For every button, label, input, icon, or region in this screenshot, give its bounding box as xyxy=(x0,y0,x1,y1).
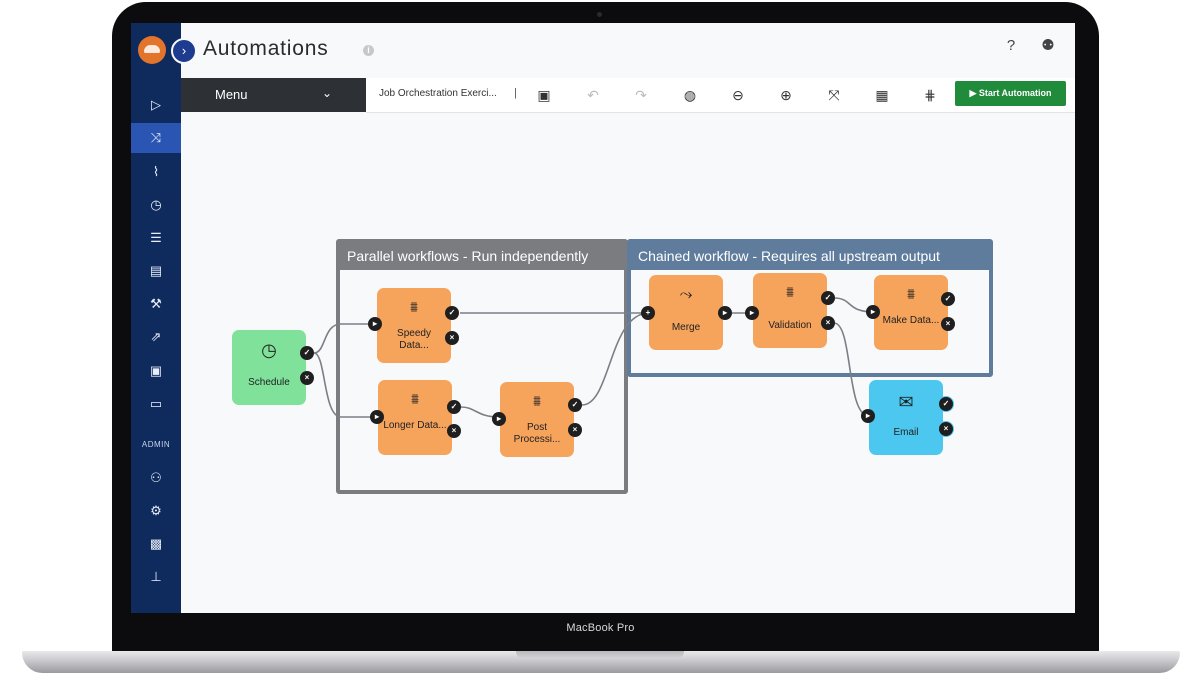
longer-data-node[interactable]: ⩩ Longer Data... xyxy=(378,380,452,455)
laptop-camera xyxy=(597,12,602,17)
network-icon: ⩩ xyxy=(532,393,541,410)
nav-pulse-icon[interactable]: ⌇ xyxy=(152,164,160,179)
post-processing-node[interactable]: ⩩ Post Processi... xyxy=(500,382,574,457)
input-port[interactable]: ▸ xyxy=(370,410,384,424)
node-label: Email xyxy=(893,427,919,438)
clock-icon: ◷ xyxy=(261,340,277,360)
device-brand-label: MacBook Pro xyxy=(566,622,635,634)
failure-port[interactable]: × xyxy=(447,424,461,438)
nav-add-user-icon[interactable]: ⚇ xyxy=(150,470,162,485)
input-port[interactable]: ▸ xyxy=(492,412,506,426)
nav-gear-icon[interactable]: ⚙ xyxy=(150,503,162,518)
nav-save-icon[interactable]: ▩ xyxy=(149,536,163,551)
failure-port[interactable]: × xyxy=(568,423,582,437)
network-icon: ⩩ xyxy=(410,391,419,408)
failure-port[interactable]: × xyxy=(300,371,314,385)
failure-port[interactable]: × xyxy=(941,317,955,331)
output-port[interactable]: ▸ xyxy=(718,306,732,320)
app-screen: › ▷ ⤨ ⌇ ◷ ☰ ▤ ⚒ ⇗ ▣ ▭ ADMIN ⚇ ⚙ ▩ ⊥ Auto… xyxy=(131,23,1075,613)
node-label: Validation xyxy=(768,320,812,331)
network-icon: ⩩ xyxy=(906,286,915,303)
validation-node[interactable]: ⩩ Validation xyxy=(753,273,827,348)
editor-toolbar: Job Orchestration Exerci... | ▣ ↶ ↷ ◍ ⊖ … xyxy=(366,78,1075,113)
snap-grid-icon[interactable]: ⋕ xyxy=(924,87,936,103)
input-port[interactable]: ▸ xyxy=(866,305,880,319)
wire-validation-email xyxy=(833,322,870,417)
merge-icon: ⤳ xyxy=(679,286,693,303)
redo-icon[interactable]: ↷ xyxy=(635,87,647,103)
grid-icon[interactable]: ▦ xyxy=(875,87,889,103)
envelope-icon: ✉ xyxy=(898,392,914,412)
failure-port[interactable]: × xyxy=(938,421,954,437)
success-port[interactable]: ✓ xyxy=(821,291,835,305)
failure-port[interactable]: × xyxy=(821,316,835,330)
menu-dropdown[interactable]: Menu ⌄ xyxy=(181,78,366,112)
success-port[interactable]: ✓ xyxy=(447,400,461,414)
nav-checklist-icon[interactable]: ☰ xyxy=(150,230,162,245)
nav-wrench-icon[interactable]: ⚒ xyxy=(150,296,162,311)
start-automation-button[interactable]: ▶ Start Automation xyxy=(955,81,1066,106)
zoom-in-icon[interactable]: ⊕ xyxy=(780,87,792,103)
sidebar: › ▷ ⤨ ⌇ ◷ ☰ ▤ ⚒ ⇗ ▣ ▭ ADMIN ⚇ ⚙ ▩ ⊥ xyxy=(131,23,197,613)
nav-clock-icon[interactable]: ◷ xyxy=(150,197,162,212)
save-icon[interactable]: ▣ xyxy=(537,87,551,103)
success-port[interactable]: ✓ xyxy=(568,398,582,412)
input-port[interactable]: ▸ xyxy=(861,409,875,423)
parallel-workflows-group[interactable]: Parallel workflows - Run independently xyxy=(336,239,628,494)
chained-workflow-group[interactable]: Chained workflow - Requires all upstream… xyxy=(627,239,993,377)
success-port[interactable]: ✓ xyxy=(938,396,954,412)
node-label: Longer Data... xyxy=(383,420,447,431)
network-icon: ⩩ xyxy=(785,284,794,301)
nav-document-icon[interactable]: ▤ xyxy=(149,263,163,278)
wire-schedule-longer xyxy=(313,352,377,418)
workflow-connections xyxy=(313,297,875,418)
page-title: Automations xyxy=(203,37,329,60)
user-icon[interactable]: ⚉ xyxy=(1041,37,1055,54)
speedy-data-node[interactable]: ⩩ Speedy Data... xyxy=(377,288,451,363)
input-port[interactable]: ▸ xyxy=(368,317,382,331)
email-node[interactable]: ✉ Email xyxy=(869,380,943,455)
workflow-name[interactable]: Job Orchestration Exerci... xyxy=(379,88,497,99)
info-icon[interactable]: i xyxy=(363,45,374,56)
node-label: Schedule xyxy=(248,377,290,388)
nav-briefcase-icon[interactable]: ▣ xyxy=(149,363,163,378)
wire-post-merge xyxy=(581,312,650,406)
nav-hierarchy-icon[interactable]: ⊥ xyxy=(150,569,162,584)
node-label: Make Data... xyxy=(882,315,940,326)
nav-folder-icon[interactable]: ▭ xyxy=(149,396,163,411)
schedule-node[interactable]: ◷ Schedule xyxy=(232,330,306,405)
nav-shuffle-icon[interactable]: ⤨ xyxy=(131,123,181,153)
zoom-out-icon[interactable]: ⊖ xyxy=(732,87,744,103)
input-port[interactable]: + xyxy=(641,306,655,320)
node-label: Speedy Data... xyxy=(397,328,431,351)
nav-share-icon[interactable]: ⇗ xyxy=(150,329,162,344)
admin-section-label: ADMIN xyxy=(141,440,171,449)
input-port[interactable]: ▸ xyxy=(745,306,759,320)
fit-screen-icon[interactable]: ⤧ xyxy=(828,87,840,103)
failure-port[interactable]: × xyxy=(445,331,459,345)
group-title: Parallel workflows - Run independently xyxy=(340,243,624,270)
success-port[interactable]: ✓ xyxy=(300,346,314,360)
group-title: Chained workflow - Requires all upstream… xyxy=(631,243,989,270)
expand-sidebar-button[interactable]: › xyxy=(171,38,197,64)
laptop-notch xyxy=(516,651,684,659)
help-icon[interactable]: ? xyxy=(1006,37,1016,54)
app-logo xyxy=(138,36,166,64)
wire-schedule-speedy xyxy=(313,323,377,354)
menu-label: Menu xyxy=(215,87,248,102)
merge-node[interactable]: ⤳ Merge xyxy=(649,275,723,350)
toolbar-divider: | xyxy=(514,87,517,99)
chevron-down-icon: ⌄ xyxy=(322,86,333,100)
node-label: Merge xyxy=(671,322,701,333)
nav-play-icon[interactable]: ▷ xyxy=(151,97,161,112)
globe-icon[interactable]: ◍ xyxy=(683,87,697,103)
network-icon: ⩩ xyxy=(409,299,418,316)
undo-icon[interactable]: ↶ xyxy=(587,87,599,103)
node-label: Post Processi... xyxy=(513,422,561,445)
success-port[interactable]: ✓ xyxy=(941,292,955,306)
make-data-node[interactable]: ⩩ Make Data... xyxy=(874,275,948,350)
success-port[interactable]: ✓ xyxy=(445,306,459,320)
laptop-base xyxy=(22,651,1180,673)
